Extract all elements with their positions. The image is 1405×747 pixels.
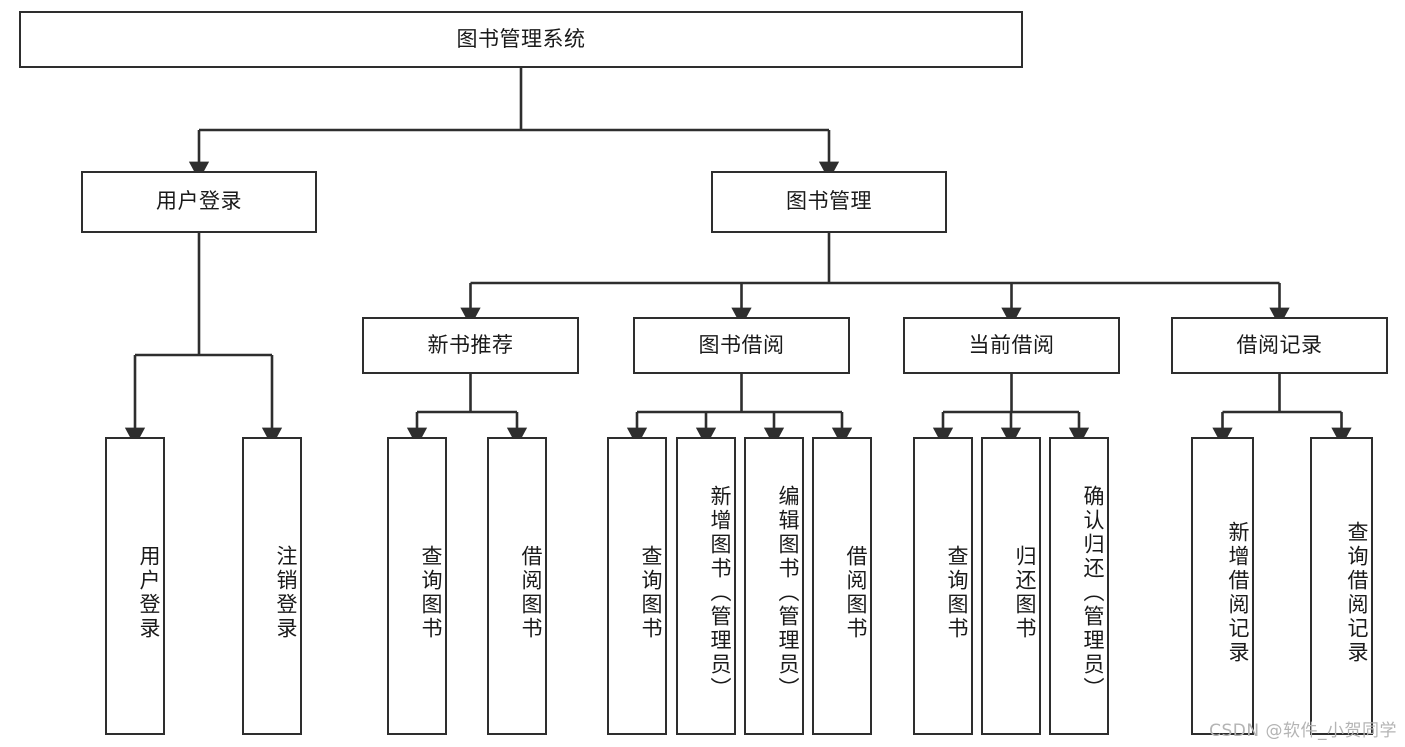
node-label-current-borrow: 当前借阅 — [968, 332, 1055, 357]
node-new-book-rec[interactable]: 新书推荐 — [362, 317, 579, 374]
node-br-add[interactable]: 新增借阅记录 — [1191, 437, 1254, 735]
node-nbr-query[interactable]: 查询图书 — [387, 437, 447, 735]
node-label-new-book-rec: 新书推荐 — [427, 332, 514, 357]
node-label-br-add: 新增借阅记录 — [1226, 521, 1250, 665]
watermark-text: CSDN @软件_小贺同学 — [1209, 721, 1397, 741]
node-cb-confirm[interactable]: 确认归还（管理员） — [1049, 437, 1109, 735]
node-book-borrow[interactable]: 图书借阅 — [633, 317, 850, 374]
node-nbr-borrow[interactable]: 借阅图书 — [487, 437, 547, 735]
node-label-bb-edit: 编辑图书（管理员） — [776, 485, 800, 701]
node-br-query[interactable]: 查询借阅记录 — [1310, 437, 1373, 735]
node-label-cb-return: 归还图书 — [1013, 545, 1037, 641]
node-bb-query[interactable]: 查询图书 — [607, 437, 667, 735]
node-leaf-user-logout[interactable]: 注销登录 — [242, 437, 302, 735]
node-label-user-login: 用户登录 — [156, 189, 242, 214]
node-label-bb-borrow: 借阅图书 — [844, 545, 868, 641]
node-book-manage[interactable]: 图书管理 — [711, 171, 947, 233]
node-cb-query[interactable]: 查询图书 — [913, 437, 973, 735]
node-current-borrow[interactable]: 当前借阅 — [903, 317, 1120, 374]
node-label-leaf-user-login: 用户登录 — [137, 545, 161, 641]
node-bb-edit[interactable]: 编辑图书（管理员） — [744, 437, 804, 735]
node-label-book-manage: 图书管理 — [786, 189, 872, 214]
edge-paths — [124, 68, 1352, 447]
node-label-borrow-record: 借阅记录 — [1236, 332, 1323, 357]
node-bb-add[interactable]: 新增图书（管理员） — [676, 437, 736, 735]
node-label-br-query: 查询借阅记录 — [1345, 521, 1369, 665]
node-root[interactable]: 图书管理系统 — [19, 11, 1023, 68]
node-bb-borrow[interactable]: 借阅图书 — [812, 437, 872, 735]
node-label-book-borrow: 图书借阅 — [698, 332, 785, 357]
node-label-root: 图书管理系统 — [456, 26, 586, 51]
node-label-cb-confirm: 确认归还（管理员） — [1081, 485, 1105, 701]
node-label-bb-add: 新增图书（管理员） — [708, 485, 732, 701]
node-label-nbr-query: 查询图书 — [419, 545, 443, 641]
node-cb-return[interactable]: 归还图书 — [981, 437, 1041, 735]
node-label-bb-query: 查询图书 — [639, 545, 663, 641]
node-label-cb-query: 查询图书 — [945, 545, 969, 641]
node-leaf-user-login[interactable]: 用户登录 — [105, 437, 165, 735]
node-label-nbr-borrow: 借阅图书 — [519, 545, 543, 641]
node-label-leaf-user-logout: 注销登录 — [274, 545, 298, 641]
node-user-login[interactable]: 用户登录 — [81, 171, 317, 233]
node-borrow-record[interactable]: 借阅记录 — [1171, 317, 1388, 374]
